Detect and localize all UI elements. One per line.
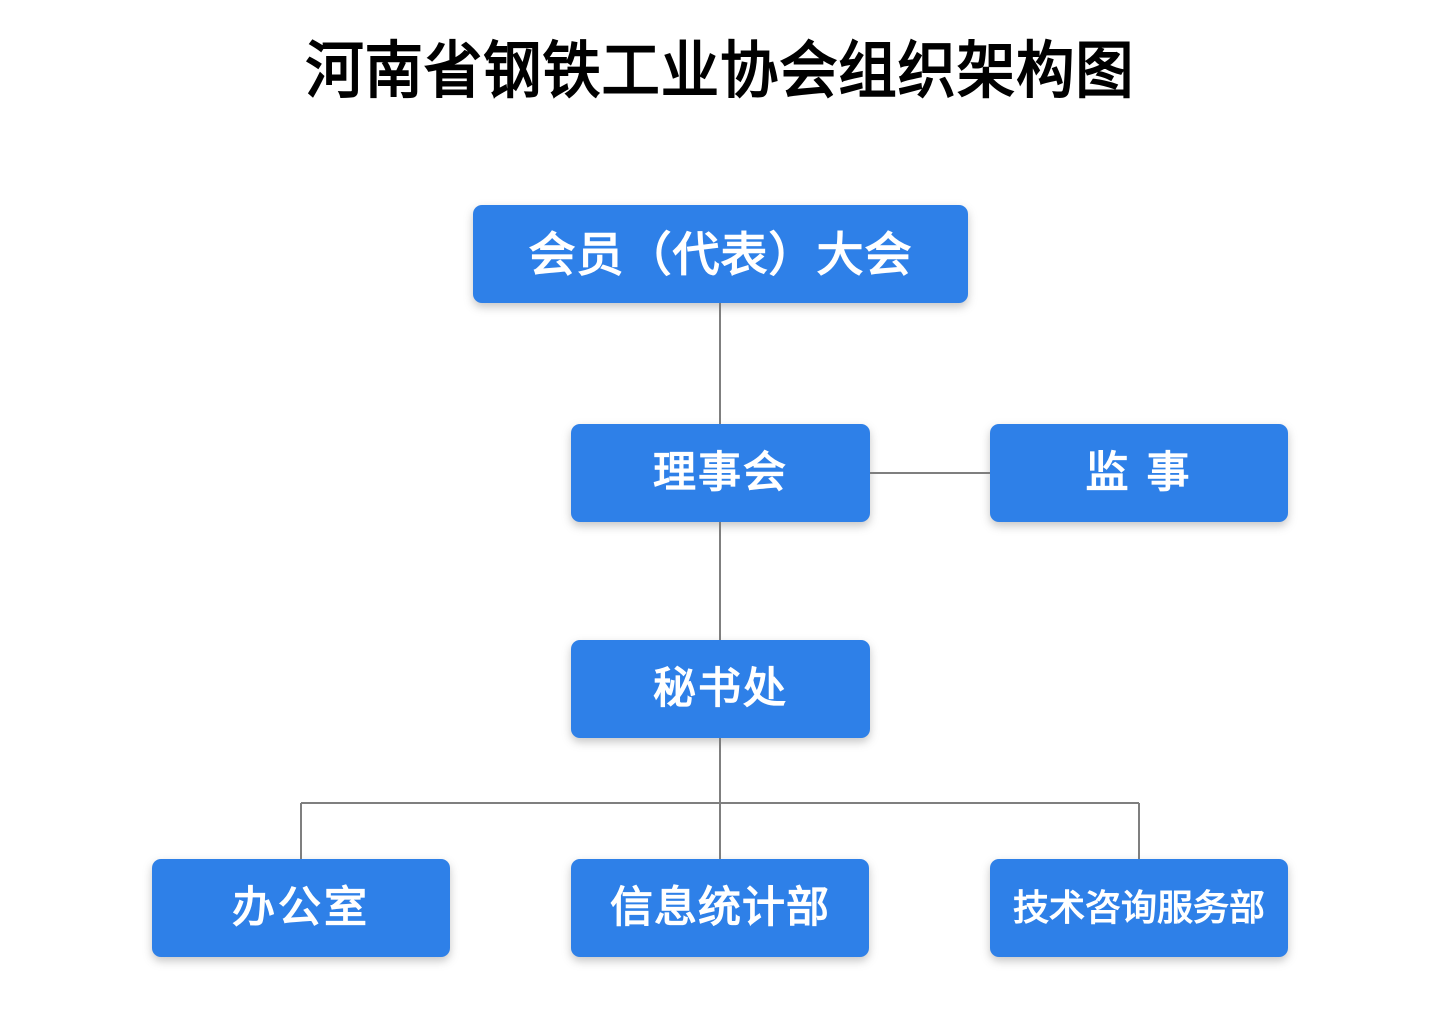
node-council-label: 理事会 — [653, 448, 788, 497]
node-consulting[interactable]: 技术咨询服务部 — [990, 859, 1288, 957]
node-statistics[interactable]: 信息统计部 — [571, 859, 869, 957]
node-assembly[interactable]: 会员（代表）大会 — [473, 205, 968, 303]
node-consulting-label: 技术咨询服务部 — [1012, 887, 1265, 928]
node-statistics-label: 信息统计部 — [610, 883, 830, 932]
node-supervisor-label: 监 事 — [1085, 448, 1193, 497]
node-secretariat[interactable]: 秘书处 — [571, 640, 870, 738]
node-office[interactable]: 办公室 — [152, 859, 450, 957]
node-supervisor[interactable]: 监 事 — [990, 424, 1288, 522]
page-title: 河南省钢铁工业协会组织架构图 — [305, 38, 1135, 106]
node-office-label: 办公室 — [232, 883, 370, 932]
node-assembly-label: 会员（代表）大会 — [528, 227, 913, 281]
node-secretariat-label: 秘书处 — [653, 664, 788, 713]
node-council[interactable]: 理事会 — [571, 424, 870, 522]
